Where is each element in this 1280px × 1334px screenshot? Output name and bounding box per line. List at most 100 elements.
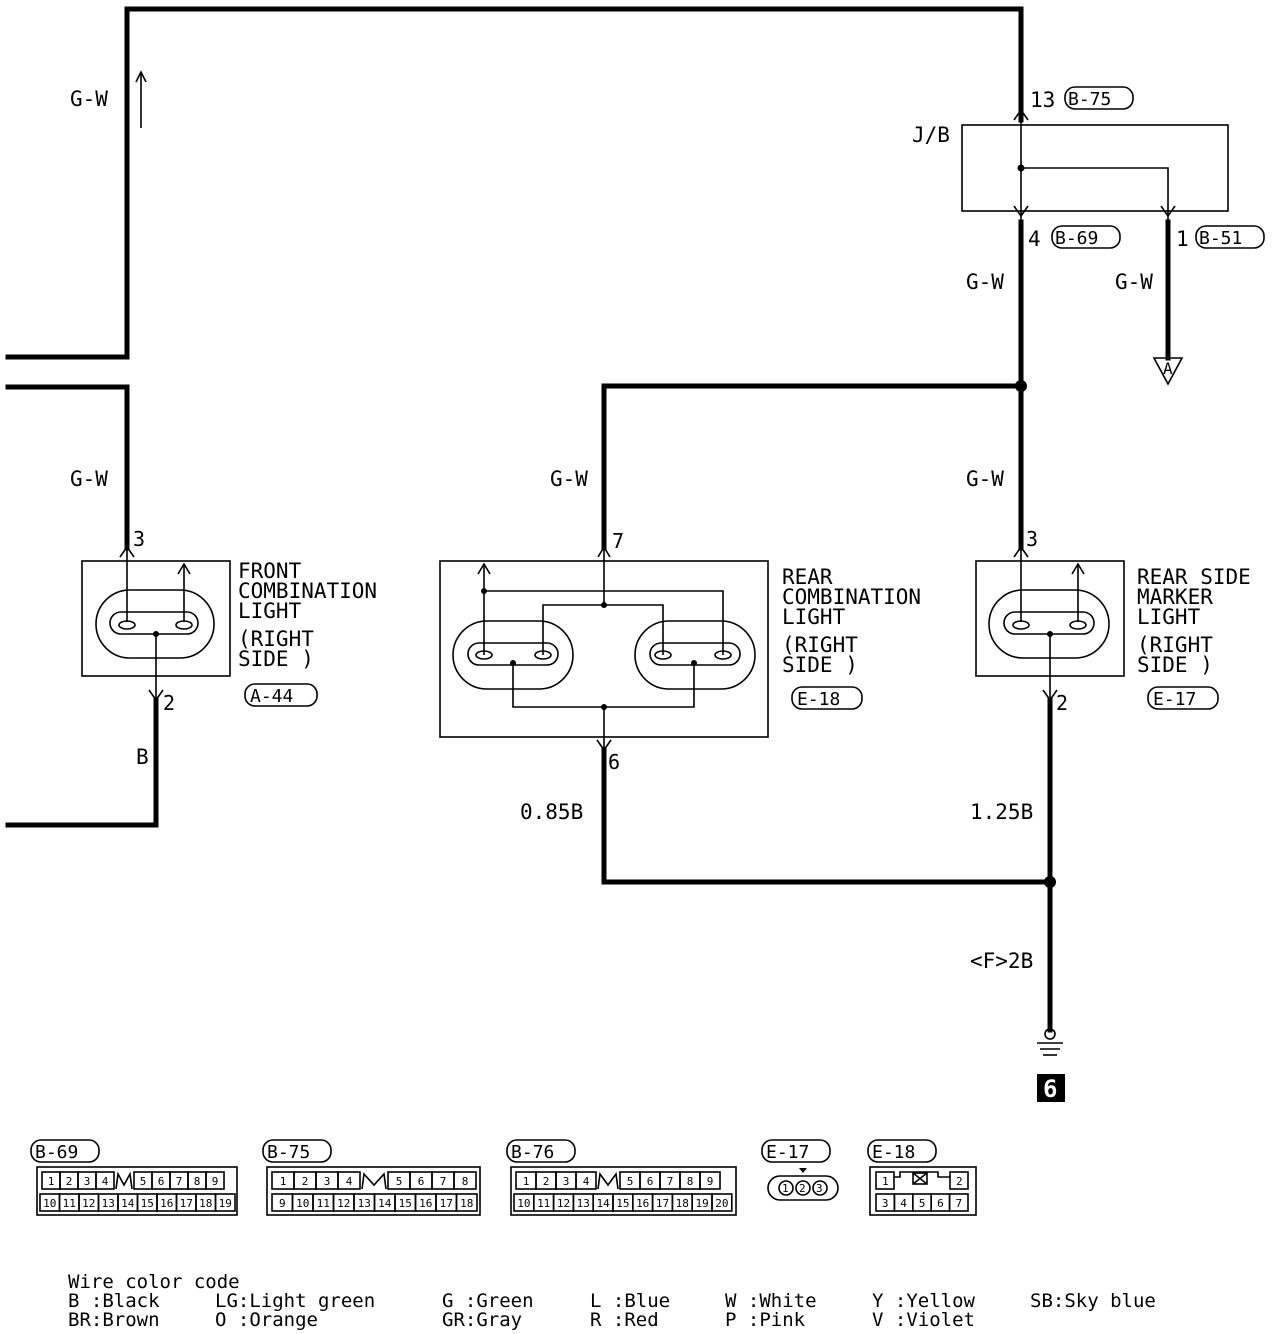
legend-o: O :Orange [215, 1309, 318, 1331]
rear-light-name-1: REAR [782, 565, 833, 589]
marker-light-connector: E-17 [1153, 689, 1196, 710]
jb-connector-top: B-75 [1068, 89, 1111, 110]
connector-e17: E-17 1 2 3 [761, 1139, 839, 1201]
b76-row1-pin: 7 [667, 1175, 674, 1188]
b75-row1-pin: 7 [440, 1175, 447, 1188]
b76-row2-pin: 10 [517, 1197, 530, 1210]
b75-row1-pin: 8 [462, 1175, 469, 1188]
b75-row2-pin: 10 [296, 1197, 309, 1210]
rear-light-name-4: (RIGHT [782, 633, 858, 657]
b69-row2-pin: 13 [102, 1197, 115, 1210]
connector-b76-name: B-76 [511, 1142, 554, 1163]
b75-row1-pin: 6 [418, 1175, 425, 1188]
front-light-pin-top: 3 [133, 527, 145, 551]
b76-row1-key-mark [597, 1171, 619, 1190]
b76-row2-pin: 20 [715, 1197, 728, 1210]
b75-row2-cell [455, 1193, 478, 1212]
e18-pin-2: 2 [956, 1175, 963, 1188]
jb-connector-right: B-51 [1199, 228, 1242, 249]
rear-light-pin-top: 7 [612, 529, 624, 553]
b76-row1-cell [699, 1171, 721, 1190]
b75-row1-cell [337, 1171, 361, 1190]
rear-light-connector: E-18 [797, 689, 840, 710]
wire-label-085b: 0.85B [520, 800, 583, 824]
connection-arrow-a: A [1163, 359, 1173, 378]
front-light-connector: A-44 [250, 686, 293, 707]
marker-light-pin-bottom: 2 [1056, 691, 1068, 715]
b75-row1-pin: 3 [324, 1175, 331, 1188]
b76-row2-pin: 12 [557, 1197, 570, 1210]
b69-row1-cell [95, 1171, 115, 1190]
b75-row2-pin: 17 [440, 1197, 453, 1210]
b76-row1-pin: 1 [523, 1175, 530, 1188]
b76-row2-pin: 14 [596, 1197, 610, 1210]
marker-light-name-4: (RIGHT [1137, 633, 1213, 657]
wire-label-gw-front: G-W [70, 467, 108, 491]
legend-sb: SB:Sky blue [1030, 1290, 1156, 1312]
legend-g: G :Green [442, 1290, 534, 1312]
b69-row2-pin: 12 [82, 1197, 95, 1210]
b76-row1-pin: 5 [627, 1175, 634, 1188]
legend-y: Y :Yellow [872, 1290, 976, 1312]
front-light-name-2: COMBINATION [238, 579, 377, 603]
legend-br: BR:Brown [68, 1309, 160, 1331]
front-light-name-4: (RIGHT [238, 627, 314, 651]
front-light-name-1: FRONT [238, 559, 302, 583]
b69-row1-pin: 1 [48, 1175, 55, 1188]
legend-gr: GR:Gray [442, 1309, 522, 1331]
jb-pin-left: 4 [1028, 227, 1041, 251]
b76-row1-pin: 9 [707, 1175, 714, 1188]
b76-row1-pin: 2 [543, 1175, 550, 1188]
wire-label-gw-top: G-W [70, 87, 108, 111]
junction-block: J/B 13 B-75 4 B-69 1 B-51 A [912, 86, 1265, 386]
wire-labels: G-W G-W G-W G-W G-W G-W B 0.85B 1.25B <F… [70, 87, 1153, 973]
b69-row2-cell [214, 1193, 236, 1212]
marker-light-name-1: REAR SIDE [1137, 565, 1251, 589]
b76-row1-pin: 3 [563, 1175, 570, 1188]
b75-row2-pin: 15 [399, 1197, 412, 1210]
wire-label-gw-marker: G-W [966, 467, 1004, 491]
rear-side-marker-light: 3 2 REAR SIDE MARKER LIGHT (RIGHT SIDE )… [975, 527, 1251, 715]
b69-row1-pin: 8 [194, 1175, 201, 1188]
b69-row1-cell [205, 1171, 225, 1190]
marker-light-name-3: LIGHT [1137, 605, 1201, 629]
junction-block-label: J/B [912, 123, 950, 147]
legend-l: L :Blue [590, 1290, 670, 1312]
b75-row2-pin: 18 [460, 1197, 473, 1210]
b75-row2-pin: 14 [378, 1197, 392, 1210]
e17-pin-1: 1 [782, 1182, 789, 1195]
legend-p: P :Pink [725, 1309, 806, 1331]
e18-row2-pin: 3 [882, 1197, 889, 1210]
e18-row2-pin: 7 [955, 1197, 962, 1210]
b76-row2-cell [711, 1193, 733, 1212]
ground-number: 6 [1043, 1075, 1057, 1103]
b76-row2-pin: 16 [636, 1197, 649, 1210]
wire-color-legend: Wire color code B :Black LG:Light green … [68, 1271, 1156, 1331]
b76-row1-pin: 6 [647, 1175, 654, 1188]
rear-light-name-2: COMBINATION [782, 585, 921, 609]
b69-row1-key-mark [115, 1171, 133, 1190]
b69-row1-pin: 9 [212, 1175, 219, 1188]
b76-row1-pin: 4 [583, 1175, 590, 1188]
e18-row2-pin: 6 [937, 1197, 944, 1210]
legend-title: Wire color code [68, 1271, 240, 1293]
jb-connector-left: B-69 [1055, 228, 1098, 249]
b75-row1-key-mark [361, 1172, 387, 1190]
b69-row2-pin: 14 [121, 1197, 135, 1210]
b69-row2-pin: 11 [63, 1197, 76, 1210]
b69-row1-pin: 2 [66, 1175, 73, 1188]
e17-pin-2: 2 [799, 1182, 806, 1195]
b69-row2-pin: 17 [180, 1197, 193, 1210]
b75-row1-pin: 2 [302, 1175, 309, 1188]
ground: 6 [1037, 1028, 1065, 1103]
legend-v: V :Violet [872, 1309, 975, 1331]
b75-row2-pin: 13 [358, 1197, 371, 1210]
b69-row1-pin: 6 [158, 1175, 165, 1188]
front-light-name-5: SIDE ) [238, 647, 314, 671]
b75-row2-pin: 12 [337, 1197, 350, 1210]
rear-light-name-3: LIGHT [782, 605, 846, 629]
connector-e17-name: E-17 [766, 1142, 809, 1163]
rear-light-pin-bottom: 6 [608, 750, 620, 774]
